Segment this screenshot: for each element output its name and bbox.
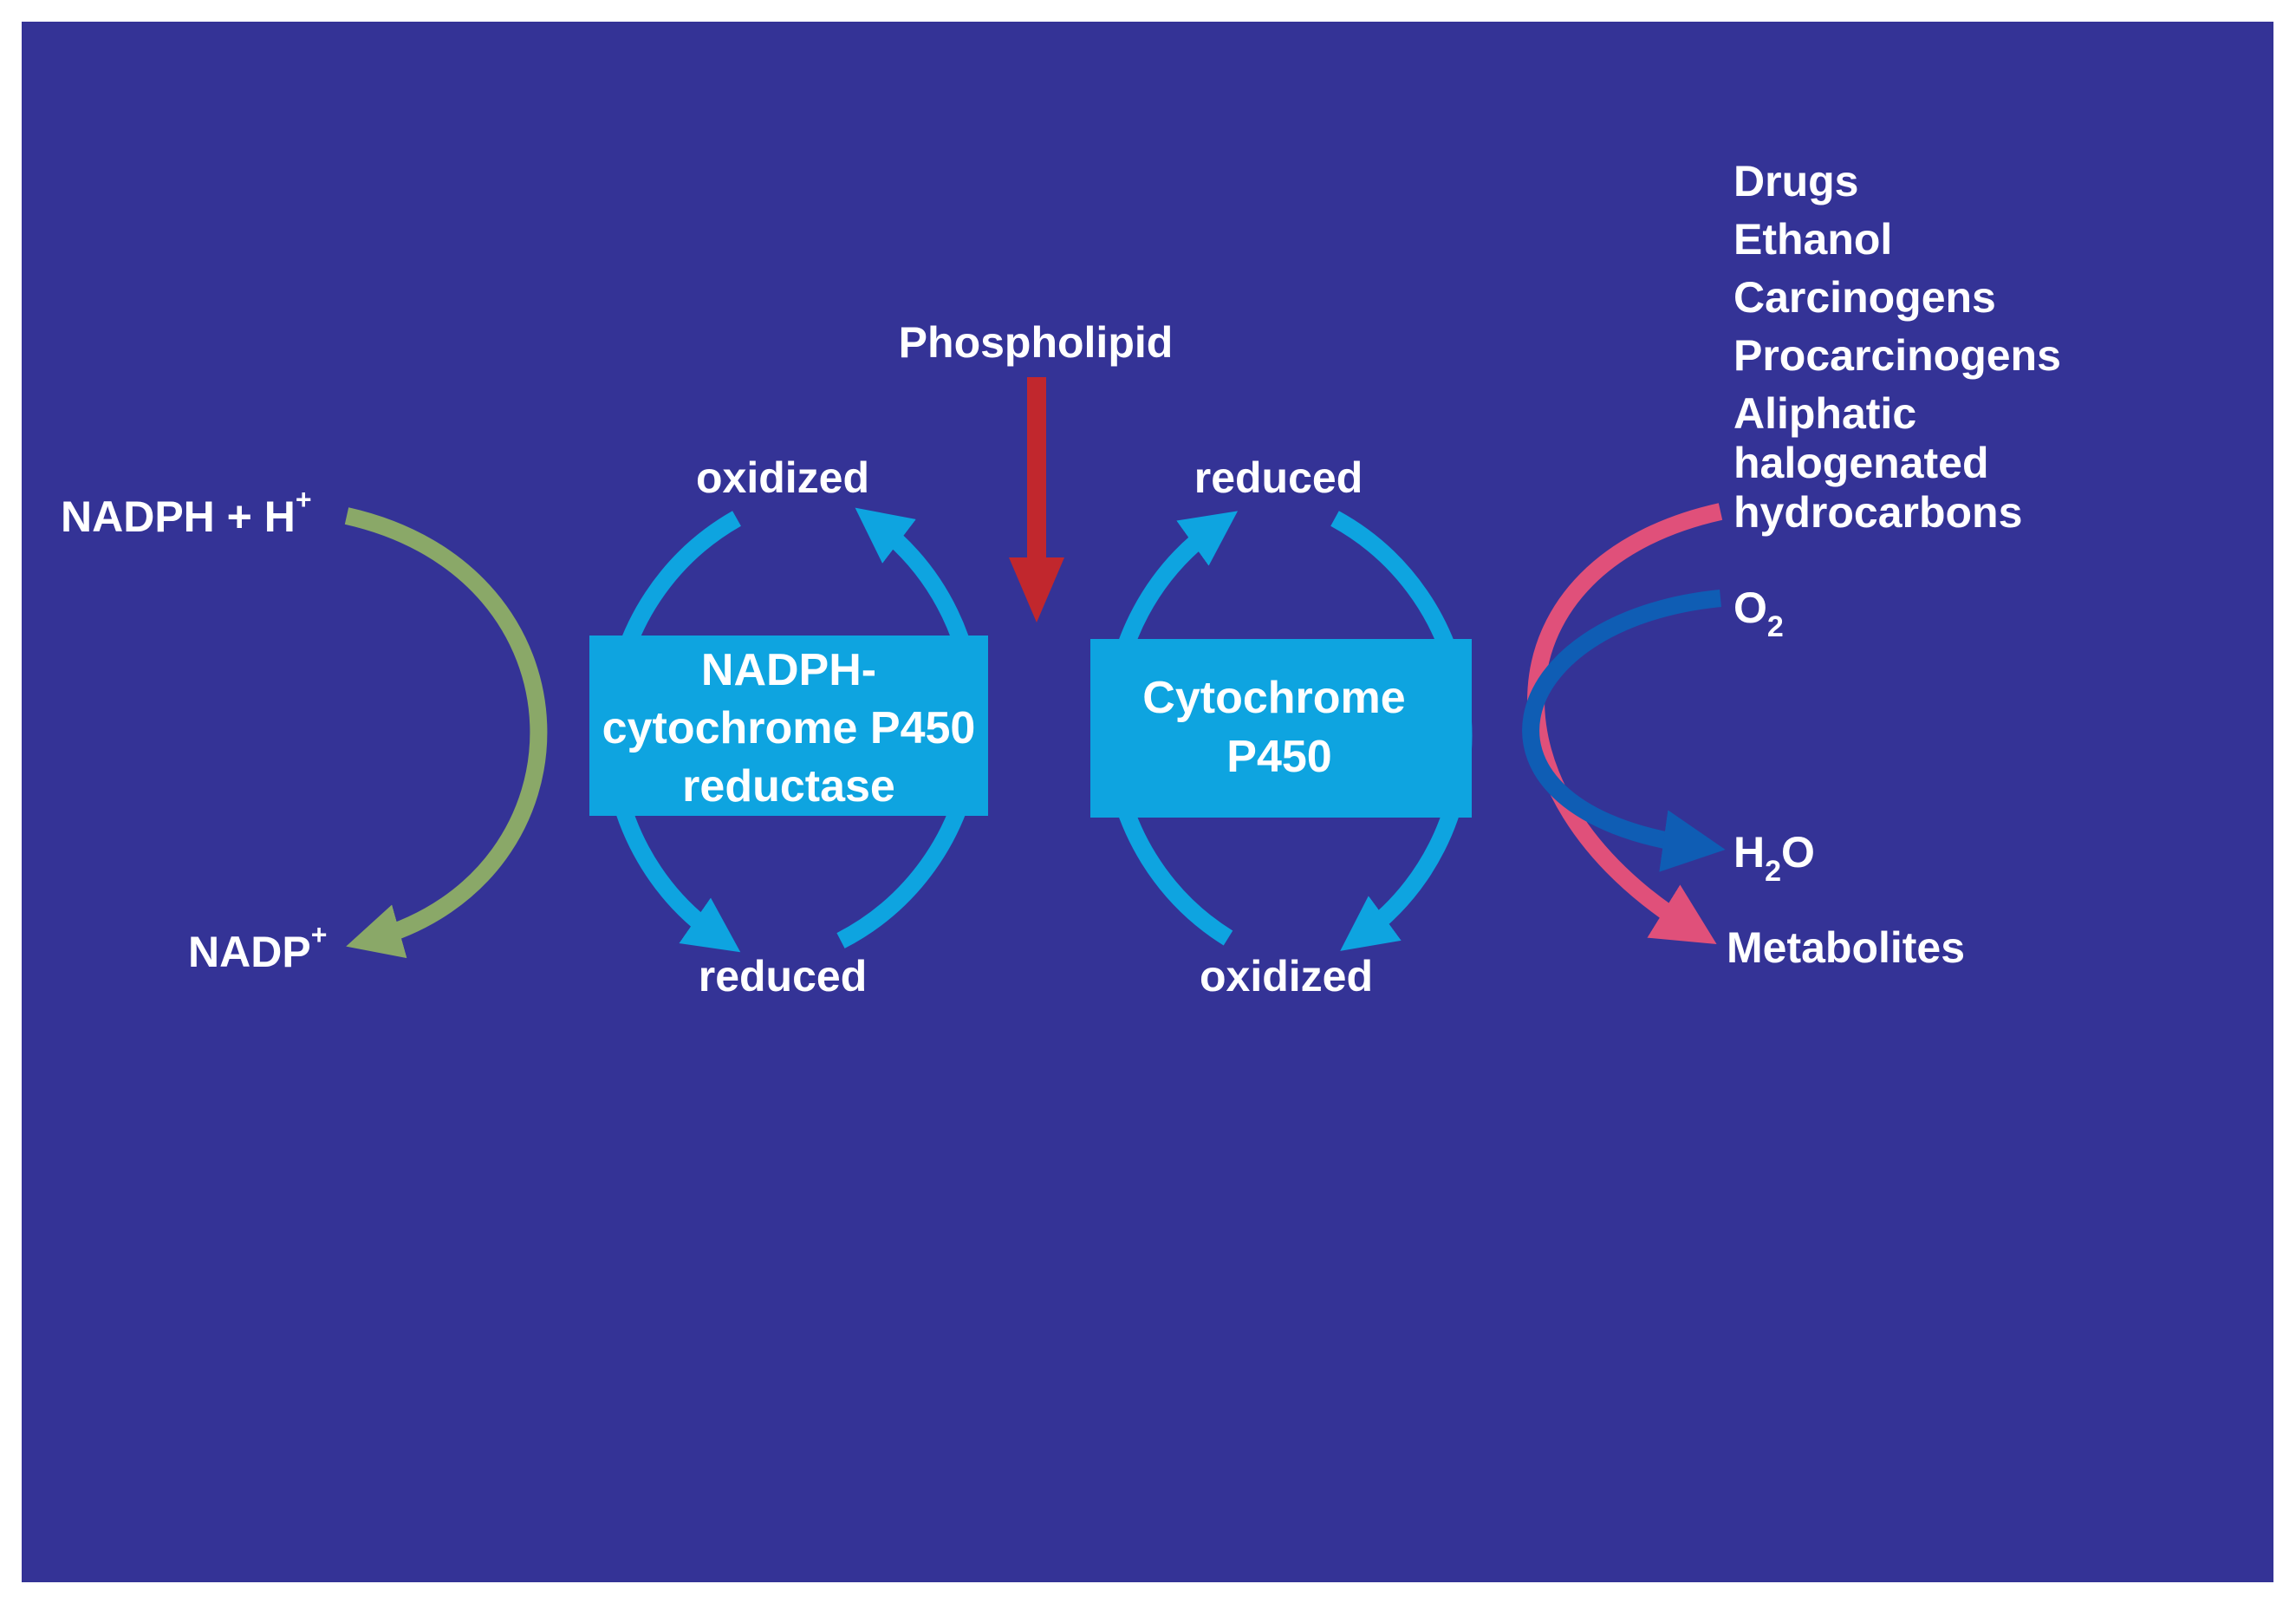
reductase-bottom-state-label: reduced (699, 952, 868, 1001)
p450-box-line-2: P450 (1226, 732, 1331, 782)
substrate-drugs: Drugs (1733, 157, 1858, 205)
phospholipid-arrow (1009, 377, 1064, 622)
phospholipid-label: Phospholipid (899, 318, 1174, 367)
substrate-hydrocarbons: hydrocarbons (1733, 488, 2022, 537)
metabolites-label: Metabolites (1727, 923, 1965, 972)
reductase-box: NADPH- cytochrome P450 reductase (589, 636, 988, 816)
substrate-procarcinogens: Procarcinogens (1733, 331, 2061, 380)
substrate-list: Drugs Ethanol Carcinogens Procarcinogens… (1733, 157, 2061, 537)
p450-top-state-label: reduced (1194, 453, 1363, 502)
water-label: H2O (1733, 828, 1815, 888)
reductase-top-state-label: oxidized (696, 453, 869, 502)
nadp-label: NADP+ (188, 919, 327, 976)
p450-bottom-state-label: oxidized (1200, 952, 1373, 1001)
reductase-box-line-2: cytochrome P450 (602, 703, 976, 753)
substrate-aliphatic: Aliphatic (1733, 389, 1916, 438)
substrate-metabolite-arrow (1527, 503, 1723, 944)
oxygen-water-arrow (1522, 590, 1726, 872)
substrate-ethanol: Ethanol (1733, 215, 1892, 264)
substrate-halogenated: halogenated (1733, 439, 1988, 487)
p450-box-line-1: Cytochrome (1142, 673, 1405, 723)
reductase-box-line-3: reductase (682, 761, 895, 812)
nadph-label: NADPH + H+ (61, 484, 312, 541)
substrate-carcinogens: Carcinogens (1733, 273, 1996, 322)
oxygen-label: O2 (1733, 583, 1784, 643)
reductase-box-line-1: NADPH- (701, 645, 876, 695)
p450-box: Cytochrome P450 (1090, 639, 1472, 818)
nadph-green-arrow (344, 507, 548, 959)
